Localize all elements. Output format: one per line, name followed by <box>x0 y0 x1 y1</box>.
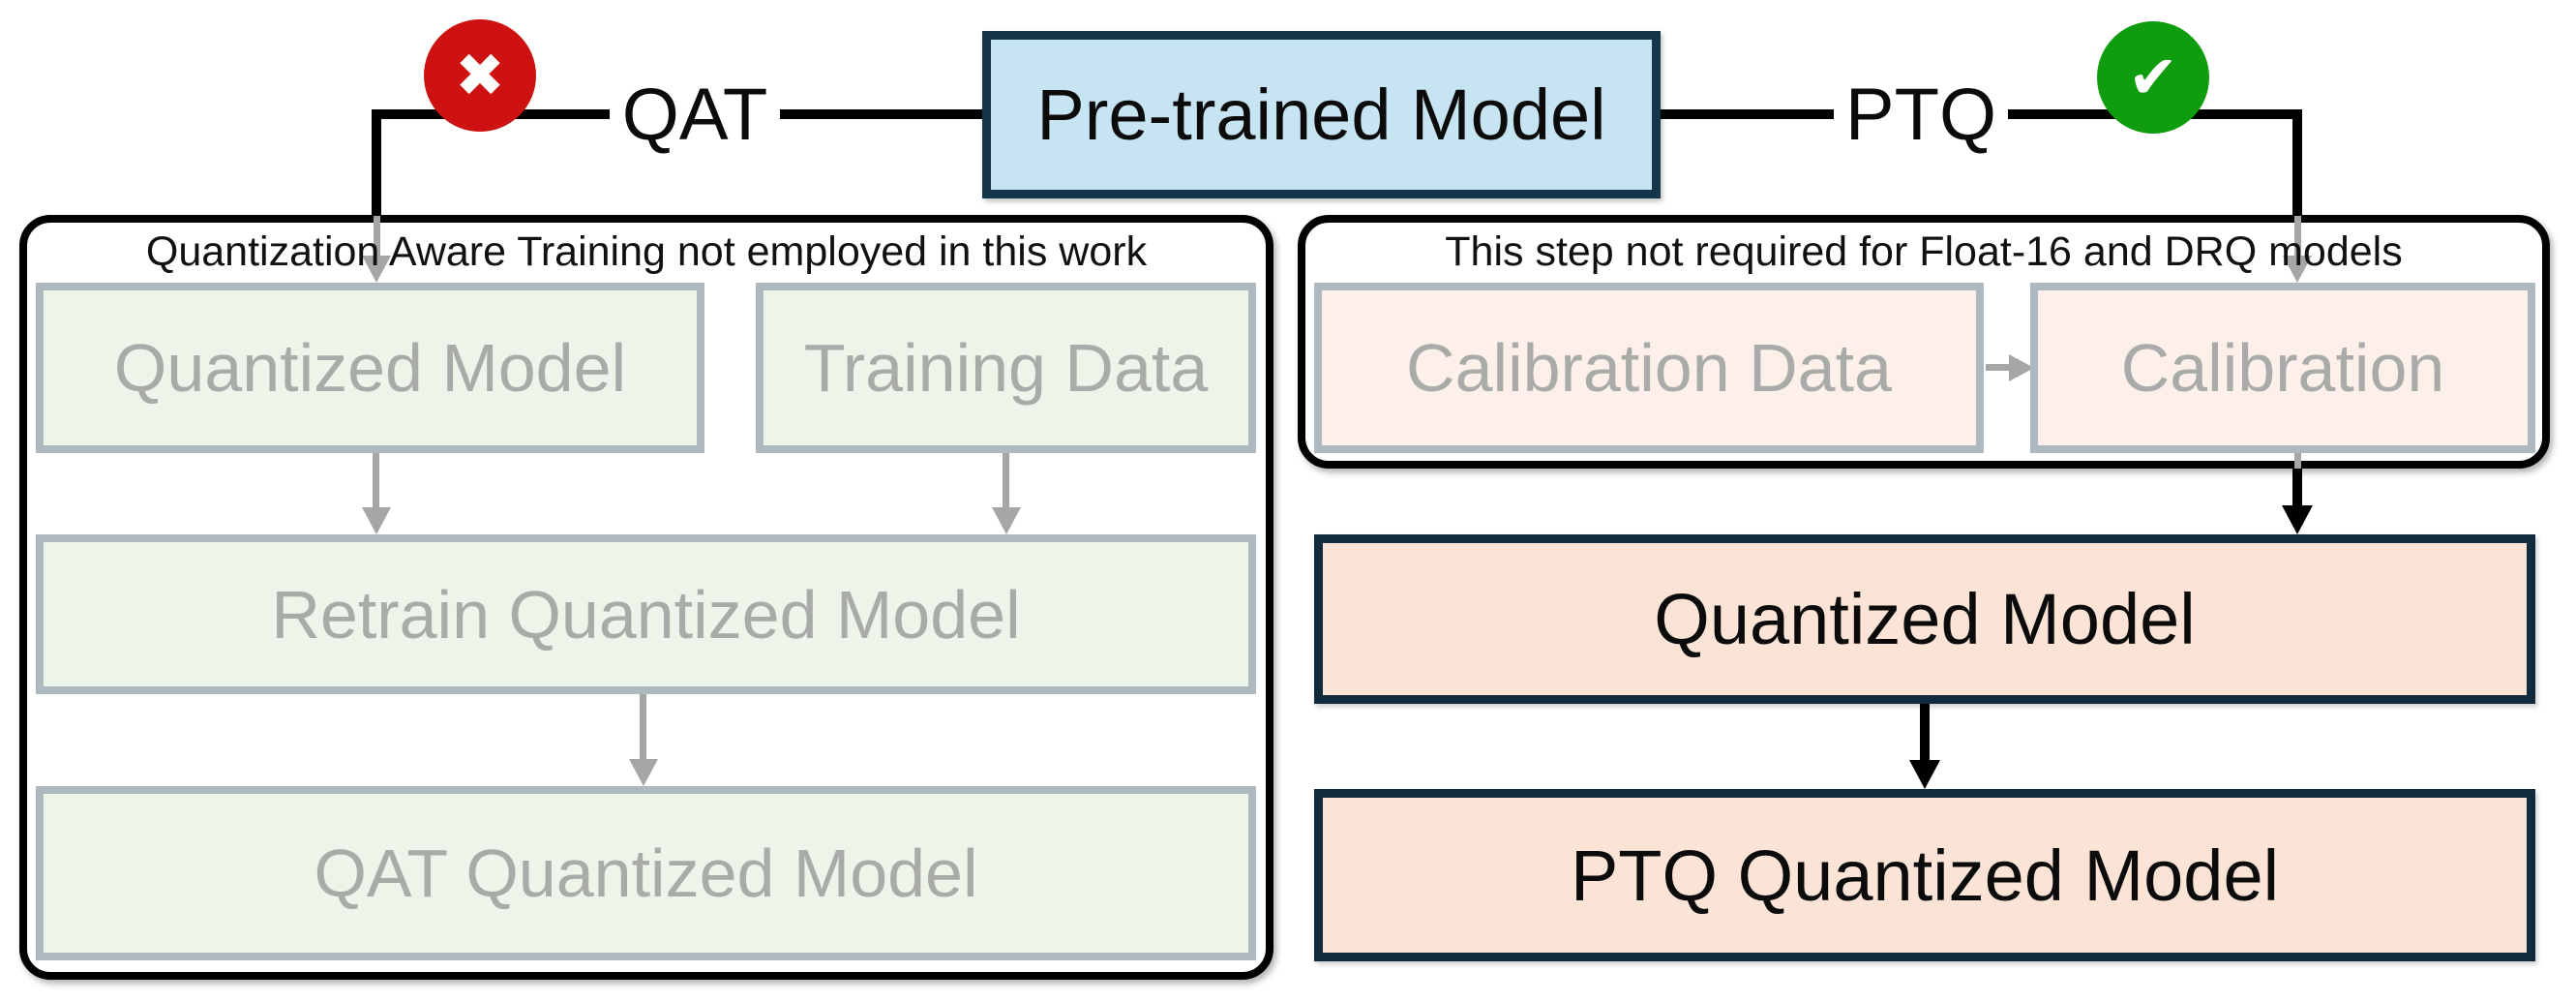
arrow-calibdata-to-calibration-head <box>2009 354 2034 381</box>
retrain-quantized-model-label: Retrain Quantized Model <box>271 576 1021 653</box>
quantized-model-faded-box: Quantized Model <box>36 283 704 453</box>
ptq-drop-arrowhead <box>2283 256 2312 283</box>
pretrained-model-label: Pre-trained Model <box>1036 75 1606 155</box>
qat-quantized-model-box: QAT Quantized Model <box>36 786 1256 960</box>
arrow-retrain-to-qatmodel-head <box>629 759 658 786</box>
check-glyph: ✔ <box>2128 42 2178 112</box>
arrow-quantized-to-retrain-head <box>362 507 391 534</box>
calibration-label: Calibration <box>2120 330 2445 406</box>
quantized-model-faded-label: Quantized Model <box>113 330 627 406</box>
calibration-data-label: Calibration Data <box>1406 330 1892 406</box>
ptq-branch-label: PTQ <box>1834 60 2008 168</box>
ptq-quantized-model-label: PTQ Quantized Model <box>1570 835 2280 916</box>
x-glyph: ✖ <box>455 40 505 110</box>
qat-panel-note: Quantization Aware Training not employed… <box>145 228 1148 275</box>
qat-drop-arrowhead <box>362 256 391 283</box>
ptq-drop-line-faded <box>2294 216 2301 256</box>
training-data-label: Training Data <box>803 330 1209 406</box>
accept-check-icon: ✔ <box>2097 21 2209 134</box>
ptq-panel-note: This step not required for Float-16 and … <box>1445 228 2403 275</box>
calibration-box: Calibration <box>2030 283 2535 453</box>
retrain-quantized-model-box: Retrain Quantized Model <box>36 534 1256 694</box>
reject-x-icon: ✖ <box>424 19 536 132</box>
arrow-quantized-to-retrain-line <box>373 453 379 507</box>
qat-quantized-model-label: QAT Quantized Model <box>314 835 978 911</box>
qat-drop-line <box>372 109 381 216</box>
calibration-data-box: Calibration Data <box>1314 283 1984 453</box>
ptq-drop-line <box>2292 109 2302 216</box>
pretrained-model-box: Pre-trained Model <box>982 31 1661 198</box>
arrow-into-quantized-model-head <box>2282 505 2313 534</box>
ptq-quantized-model-box: PTQ Quantized Model <box>1314 789 2535 961</box>
qat-branch-label: QAT <box>610 60 780 168</box>
arrow-training-to-retrain-head <box>992 507 1021 534</box>
arrow-quantized-to-ptqmodel-head <box>1909 760 1940 789</box>
quantized-model-label: Quantized Model <box>1654 579 2196 659</box>
arrow-calibdata-to-calibration-line <box>1986 364 2009 371</box>
arrow-quantized-to-ptqmodel-line <box>1920 704 1930 760</box>
quantized-model-box: Quantized Model <box>1314 534 2535 704</box>
qat-drop-line-faded <box>374 216 380 256</box>
arrow-training-to-retrain-line <box>1003 453 1009 507</box>
training-data-box: Training Data <box>756 283 1256 453</box>
calibration-output-line <box>2292 469 2302 505</box>
calibration-output-line-faded <box>2294 453 2301 469</box>
arrow-retrain-to-qatmodel-line <box>640 694 646 759</box>
